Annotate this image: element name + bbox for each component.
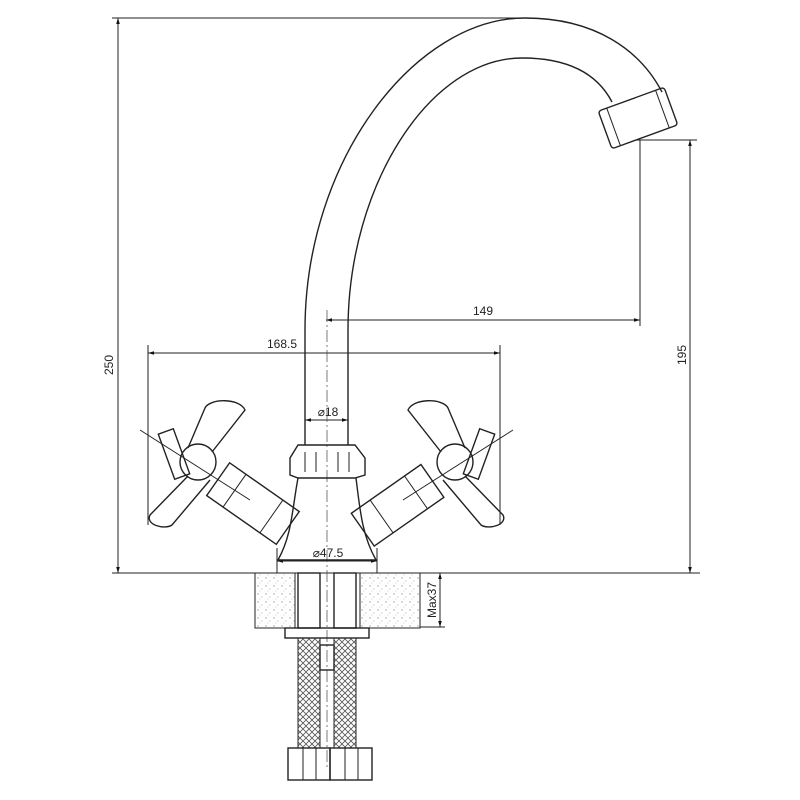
countertop-section — [254, 572, 421, 629]
total-height-label: 250 — [102, 355, 116, 375]
right-cross-handle — [402, 400, 514, 528]
left-cross-handle — [139, 400, 251, 528]
supply-hoses — [284, 572, 373, 781]
base-diameter-label: ⌀47.5 — [313, 546, 344, 560]
spout-height-label: 195 — [675, 345, 689, 365]
max-thickness-label: Max37 — [425, 582, 439, 618]
spout — [304, 17, 678, 445]
handle-span-label: 168.5 — [267, 337, 297, 351]
dimension-lines — [112, 17, 700, 628]
spout-reach-label: 149 — [473, 304, 493, 318]
aerator — [598, 87, 678, 149]
spout-diameter-label: ⌀18 — [318, 405, 339, 419]
faucet-body — [205, 444, 445, 561]
